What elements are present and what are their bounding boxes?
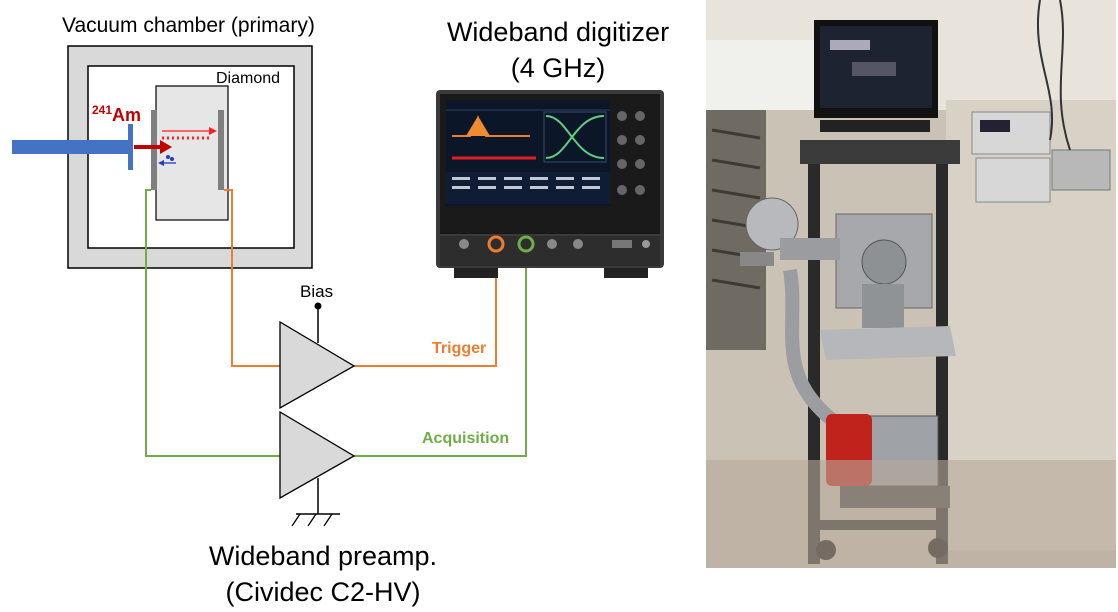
digitizer-label-line1: Wideband digitizer [446, 17, 670, 47]
diamond-detector [155, 85, 229, 221]
beam-pipe [12, 140, 130, 154]
trigger-label: Trigger [432, 340, 487, 357]
ground-hatch [307, 513, 317, 527]
acquisition-wire-out [354, 244, 527, 457]
diamond-electrode-left [151, 110, 157, 190]
lab-setup-photo [706, 0, 1116, 568]
digitizer-label: Wideband digitizer (4 GHz) [425, 14, 691, 86]
source-holder [128, 124, 133, 170]
trigger-wire-out [354, 244, 497, 367]
electron-drift-arrow-head [209, 127, 217, 135]
source-element: Am [112, 105, 142, 125]
acquisition-label: Acquisition [422, 430, 510, 447]
diamond-label: Diamond [216, 70, 281, 87]
vacuum-chamber-label: Vacuum chamber (primary) [62, 14, 315, 37]
preamp-label: Wideband preamp. (Cividec C2-HV) [190, 538, 456, 610]
source-label: 241Am [92, 103, 141, 126]
bias-label: Bias [300, 282, 334, 301]
bias-node [314, 302, 322, 310]
digitizer-label-line2: (4 GHz) [510, 53, 606, 83]
trigger-wire [224, 189, 280, 367]
diamond-electrode-right [218, 110, 224, 190]
acquisition-amplifier [279, 410, 356, 500]
hole-drift-arrow-head [158, 160, 164, 166]
source-mass-number: 241 [92, 103, 113, 117]
hole-dot [170, 157, 174, 161]
preamp-label-line2: (Cividec C2-HV) [225, 577, 421, 607]
trigger-amplifier [279, 320, 356, 410]
oscilloscope-image [436, 90, 664, 278]
ground-hatch [291, 513, 301, 527]
hole-dot [166, 155, 170, 159]
alpha-arrow-head [160, 140, 172, 154]
preamp-label-line1: Wideband preamp. [208, 541, 438, 571]
ground-hatch [323, 513, 333, 527]
acquisition-wire [145, 189, 280, 457]
